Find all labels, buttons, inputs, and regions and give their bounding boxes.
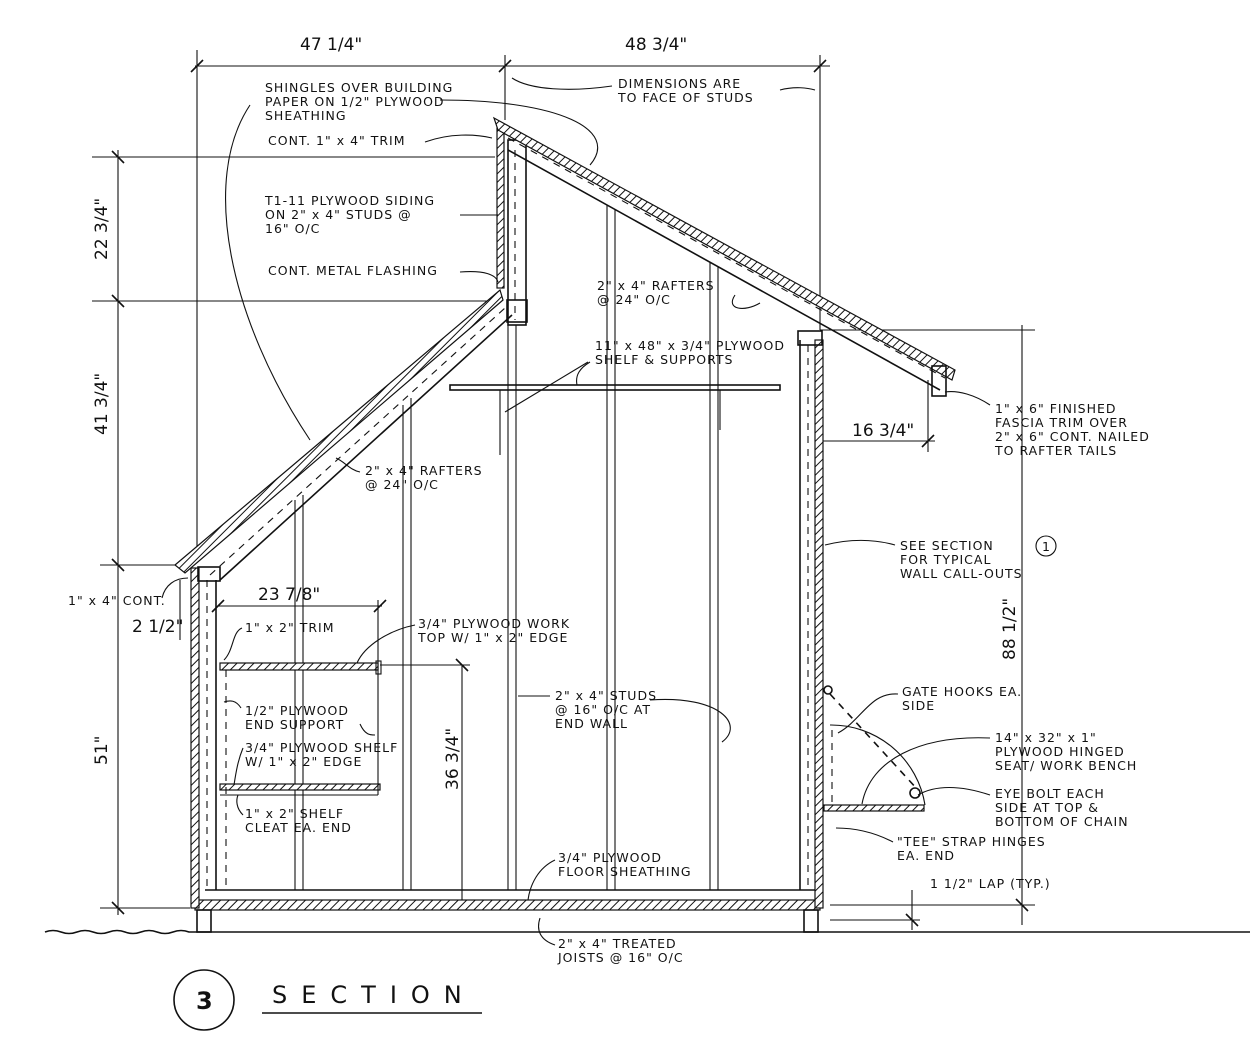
svg-text:FLOOR SHEATHING: FLOOR SHEATHING: [558, 864, 692, 879]
section-number: 3: [196, 987, 213, 1015]
svg-text:END SUPPORT: END SUPPORT: [245, 717, 344, 732]
svg-text:16" O/C: 16" O/C: [265, 221, 320, 236]
callout-see-section: SEE SECTION FOR TYPICAL WALL CALL-OUTS 1: [824, 535, 1057, 581]
dim-bench-width: 23 7/8": [258, 585, 320, 605]
svg-text:FOR TYPICAL: FOR TYPICAL: [900, 552, 991, 567]
svg-text:PLYWOOD HINGED: PLYWOOD HINGED: [995, 744, 1125, 759]
svg-text:BOTTOM OF CHAIN: BOTTOM OF CHAIN: [995, 814, 1129, 829]
svg-text:"TEE" STRAP HINGES: "TEE" STRAP HINGES: [897, 834, 1046, 849]
callout-shelf-upper: 11" x 48" x 3/4" PLYWOOD SHELF & SUPPORT…: [504, 338, 785, 413]
dim-overhang: 16 3/4": [852, 421, 914, 441]
callout-shelf-lower: 3/4" PLYWOOD SHELF W/ 1" x 2" EDGE: [233, 740, 398, 786]
callout-joists: 2" x 4" TREATED JOISTS @ 16" O/C: [537, 917, 684, 965]
svg-text:EA. END: EA. END: [897, 848, 955, 863]
dim-lap: 1 1/2" LAP (TYP.): [930, 876, 1051, 891]
svg-text:END WALL: END WALL: [555, 716, 628, 731]
svg-text:14" x 32" x 1": 14" x 32" x 1": [995, 730, 1097, 745]
svg-text:SHEATHING: SHEATHING: [265, 108, 347, 123]
svg-text:2" x 4" RAFTERS: 2" x 4" RAFTERS: [365, 463, 483, 478]
svg-text:TOP W/ 1" x 2" EDGE: TOP W/ 1" x 2" EDGE: [417, 630, 568, 645]
svg-text:CONT. METAL FLASHING: CONT. METAL FLASHING: [268, 263, 438, 278]
svg-text:PAPER ON 1/2" PLYWOOD: PAPER ON 1/2" PLYWOOD: [265, 94, 445, 109]
svg-text:11" x 48" x 3/4" PLYWOOD: 11" x 48" x 3/4" PLYWOOD: [595, 338, 785, 353]
svg-text:T1-11 PLYWOOD SIDING: T1-11 PLYWOOD SIDING: [264, 193, 435, 208]
callout-trim-1x2: 1" x 2" TRIM: [223, 620, 335, 661]
svg-text:1/2" PLYWOOD: 1/2" PLYWOOD: [245, 703, 349, 718]
svg-text:TO FACE OF STUDS: TO FACE OF STUDS: [617, 90, 754, 105]
svg-text:@ 24" O/C: @ 24" O/C: [597, 292, 671, 307]
svg-text:3/4" PLYWOOD: 3/4" PLYWOOD: [558, 850, 662, 865]
svg-text:EYE BOLT EACH: EYE BOLT EACH: [995, 786, 1105, 801]
svg-text:1" x 2" TRIM: 1" x 2" TRIM: [245, 620, 335, 635]
svg-text:W/ 1" x 2" EDGE: W/ 1" x 2" EDGE: [245, 754, 362, 769]
svg-text:2" x 4" TREATED: 2" x 4" TREATED: [558, 936, 677, 951]
dim-trim-offset: 2 1/2": [132, 617, 183, 637]
svg-text:TO RAFTER TAILS: TO RAFTER TAILS: [994, 443, 1117, 458]
callout-flashing: CONT. METAL FLASHING: [268, 263, 499, 283]
svg-text:SIDE AT TOP &: SIDE AT TOP &: [995, 800, 1099, 815]
callout-tee-hinges: "TEE" STRAP HINGES EA. END: [835, 827, 1046, 863]
callout-work-top: 3/4" PLYWOOD WORK TOP W/ 1" x 2" EDGE: [356, 616, 570, 664]
callouts: SHINGLES OVER BUILDING PAPER ON 1/2" PLY…: [68, 76, 1150, 965]
callout-cont-trim: CONT. 1" x 4" TRIM: [268, 133, 493, 148]
dimension-labels: 47 1/4" 48 3/4" 22 3/4" 41 3/4" 51" 88 1…: [92, 35, 1051, 891]
svg-text:ON 2" x 4" STUDS @: ON 2" x 4" STUDS @: [265, 207, 412, 222]
callout-shingles: SHINGLES OVER BUILDING PAPER ON 1/2" PLY…: [225, 80, 599, 441]
svg-text:SEE SECTION: SEE SECTION: [900, 538, 994, 553]
svg-text:FASCIA TRIM OVER: FASCIA TRIM OVER: [995, 415, 1128, 430]
dimension-lines: [92, 50, 1035, 930]
callout-studs: 2" x 4" STUDS @ 16" O/C AT END WALL: [518, 688, 731, 743]
dim-right-full: 88 1/2": [1000, 598, 1020, 660]
svg-text:SIDE: SIDE: [902, 698, 935, 713]
svg-text:2" x 4" STUDS: 2" x 4" STUDS: [555, 688, 657, 703]
dim-top-left: 47 1/4": [300, 35, 362, 55]
svg-text:1" x 2" SHELF: 1" x 2" SHELF: [245, 806, 344, 821]
svg-text:1" x 6" FINISHED: 1" x 6" FINISHED: [995, 401, 1117, 416]
svg-text:3/4" PLYWOOD WORK: 3/4" PLYWOOD WORK: [418, 616, 570, 631]
svg-text:2" x 4" RAFTERS: 2" x 4" RAFTERS: [597, 278, 715, 293]
callout-bench: 14" x 32" x 1" PLYWOOD HINGED SEAT/ WORK…: [861, 730, 1137, 805]
svg-text:@ 16" O/C AT: @ 16" O/C AT: [555, 702, 651, 717]
svg-text:SHINGLES OVER BUILDING: SHINGLES OVER BUILDING: [265, 80, 453, 95]
svg-text:2" x 6" CONT. NAILED: 2" x 6" CONT. NAILED: [995, 429, 1150, 444]
svg-text:SEAT/ WORK BENCH: SEAT/ WORK BENCH: [995, 758, 1137, 773]
svg-text:DIMENSIONS ARE: DIMENSIONS ARE: [618, 76, 741, 91]
dim-left-upper: 22 3/4": [92, 198, 112, 260]
svg-text:SHELF & SUPPORTS: SHELF & SUPPORTS: [595, 352, 733, 367]
dim-left-middle: 41 3/4": [92, 373, 112, 435]
svg-text:CONT. 1" x 4" TRIM: CONT. 1" x 4" TRIM: [268, 133, 406, 148]
callout-eye-bolt: EYE BOLT EACH SIDE AT TOP & BOTTOM OF CH…: [917, 786, 1129, 829]
dim-left-lower: 51": [92, 736, 112, 765]
callout-shelf-cleat: 1" x 2" SHELF CLEAT EA. END: [236, 794, 352, 835]
svg-text:1: 1: [1042, 539, 1051, 554]
svg-text:CLEAT EA. END: CLEAT EA. END: [245, 820, 352, 835]
shed-structure: [44, 116, 1250, 935]
svg-text:@ 24" O/C: @ 24" O/C: [365, 477, 439, 492]
svg-text:GATE HOOKS EA.: GATE HOOKS EA.: [902, 684, 1022, 699]
callout-fascia: 1" x 6" FINISHED FASCIA TRIM OVER 2" x 6…: [944, 391, 1150, 458]
callout-rafters-upper: 2" x 4" RAFTERS @ 24" O/C: [597, 278, 761, 309]
callout-end-support: 1/2" PLYWOOD END SUPPORT: [223, 700, 376, 736]
dim-bench-height: 36 3/4": [443, 728, 463, 790]
section-title-text: SECTION: [272, 981, 476, 1009]
svg-text:3/4" PLYWOOD SHELF: 3/4" PLYWOOD SHELF: [245, 740, 398, 755]
callout-floor: 3/4" PLYWOOD FLOOR SHEATHING: [527, 850, 692, 901]
svg-text:JOISTS @ 16" O/C: JOISTS @ 16" O/C: [557, 950, 684, 965]
callout-gate-hooks: GATE HOOKS EA. SIDE: [837, 684, 1022, 734]
callout-cont-1x4: 1" x 4" CONT.: [68, 577, 189, 608]
svg-text:WALL CALL-OUTS: WALL CALL-OUTS: [900, 566, 1023, 581]
callout-dimensions-note: DIMENSIONS ARE TO FACE OF STUDS: [511, 76, 816, 105]
dim-top-right: 48 3/4": [625, 35, 687, 55]
section-title: 3 SECTION: [173, 969, 482, 1031]
callout-siding: T1-11 PLYWOOD SIDING ON 2" x 4" STUDS @ …: [264, 193, 498, 236]
callout-rafters-lower: 2" x 4" RAFTERS @ 24" O/C: [335, 457, 483, 492]
svg-text:1" x 4" CONT.: 1" x 4" CONT.: [68, 593, 166, 608]
